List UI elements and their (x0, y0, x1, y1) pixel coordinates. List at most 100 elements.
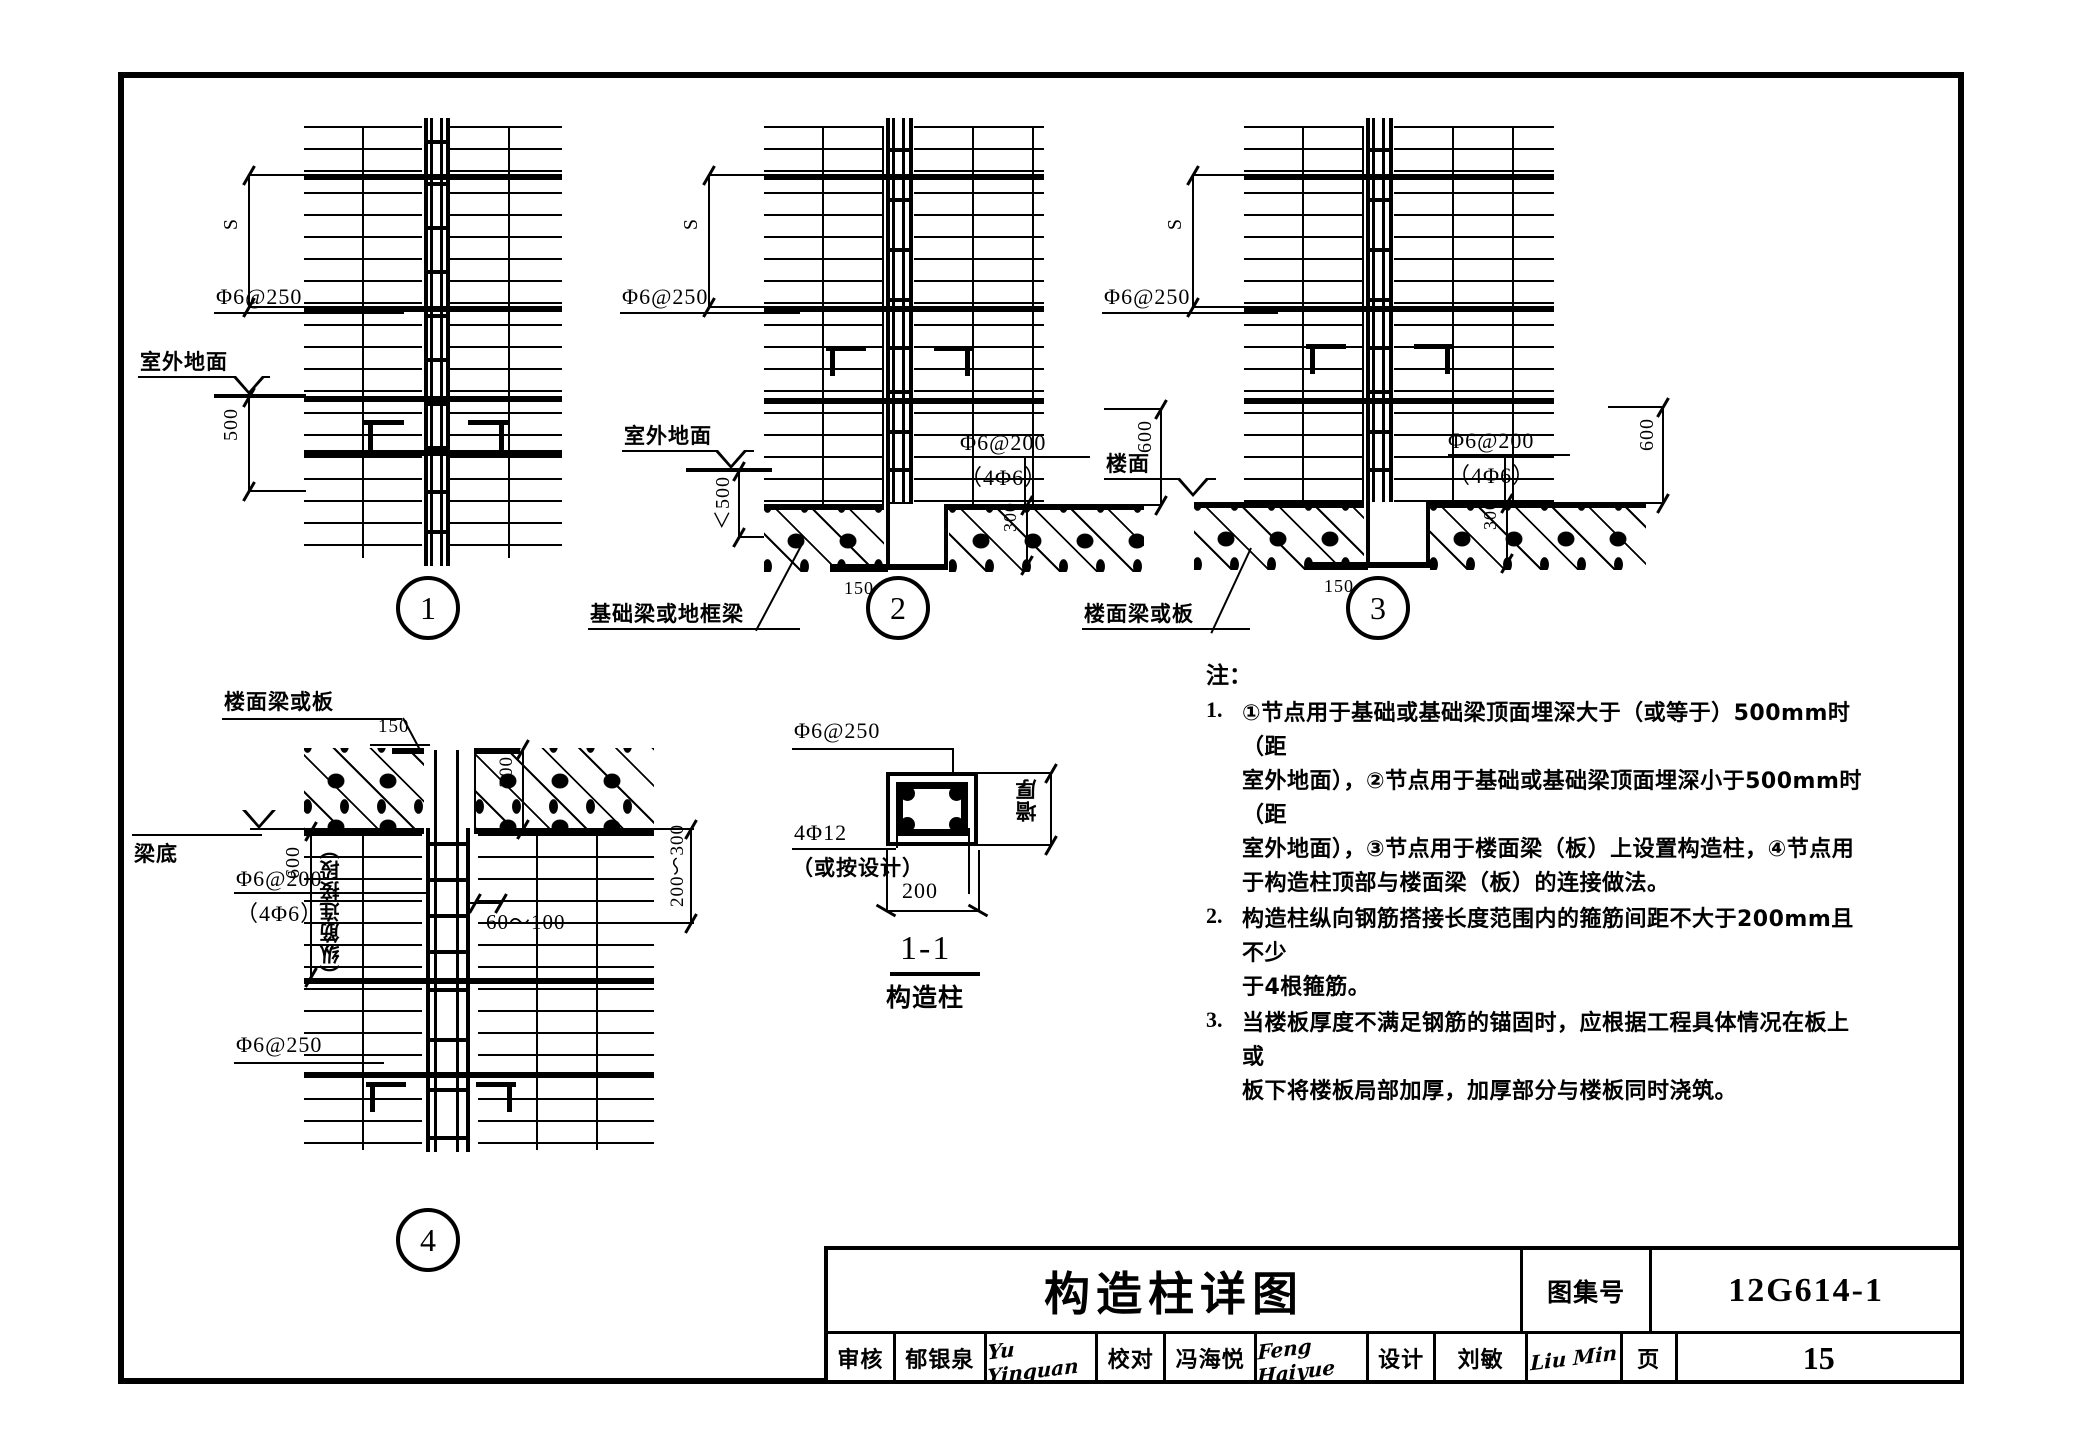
section-stirrup-spec: Φ6@250 (794, 718, 881, 743)
dimension-extension (1104, 504, 1160, 506)
column-stirrup (424, 226, 446, 230)
column-stirrup (424, 182, 446, 186)
dimension-line-slab-range (690, 828, 692, 924)
leader-line (1448, 454, 1570, 456)
detail-marker-3: 3 (1346, 576, 1410, 640)
column-stirrup (886, 298, 909, 302)
main-rebar (900, 786, 915, 801)
brick-wall-right (478, 834, 654, 1150)
detail-3-anchor-depth: 300 (1480, 500, 1500, 530)
dimension-extension (708, 306, 766, 308)
detail-marker-4: 4 (396, 1208, 460, 1272)
main-rebar (949, 786, 964, 801)
ground-line (686, 468, 772, 472)
column-rebar-right (1382, 118, 1385, 558)
dimension-extension (978, 844, 1052, 846)
wall-tie-bar (764, 306, 1044, 312)
leader-line-v (952, 748, 954, 784)
dimension-extension (248, 490, 306, 492)
note-index: 2. (1206, 903, 1223, 928)
detail-3: S Φ6@250 楼面 Φ6@200 （4Φ6） 600 300 (1074, 78, 1864, 678)
floor-slab-hatch-right (1430, 506, 1646, 570)
anchor-line-right (1426, 502, 1430, 568)
page-value: 15 (1802, 1339, 1835, 1376)
floor-slab-hatch-left (1194, 506, 1366, 570)
column-rebar-left (430, 118, 433, 566)
detail-3-offset: 150 (1324, 576, 1354, 596)
detail-1-spacing-s: S (220, 218, 242, 231)
designer-name: 刘敏 (1436, 1334, 1528, 1382)
wall-tie-bar (764, 398, 1044, 404)
detail-2-stirrup-count: （4Φ6） (960, 465, 1048, 490)
anchor-bottom (1310, 562, 1430, 568)
detail-4-stirrup-count: （4Φ6） (236, 901, 324, 926)
leader-underline (222, 718, 402, 720)
leader-line-v (896, 828, 898, 848)
leader-line-v (1024, 456, 1026, 504)
dimension-line-gap (468, 902, 502, 904)
section-caption-name: 构造柱 (886, 983, 965, 1012)
dimension-line-s (248, 174, 250, 308)
column-stirrup (886, 430, 909, 434)
dimension-extension (1608, 502, 1662, 504)
note-item: 1. ①节点用于基础或基础梁顶面埋深大于（或等于）500mm时（距 室外地面），… (1206, 697, 1866, 901)
brick-wall-right (914, 126, 1044, 506)
note-index: 3. (1206, 1007, 1223, 1032)
floor-level-underline (1104, 478, 1216, 480)
page-label: 页 (1623, 1334, 1678, 1382)
column-stirrup (424, 530, 446, 534)
ground-level-underline (622, 450, 754, 452)
section-1-1: Φ6@250 4Φ12 （或按设计） 200 墙厚 1-1 构 (764, 638, 1184, 1038)
wall-tie-bar (304, 1072, 654, 1078)
drawing-border: S Φ6@250 室外地面 500 1 (118, 72, 1964, 1389)
dimension-line-150 (370, 744, 430, 746)
column-stirrup (426, 842, 466, 846)
note-line: 于4根箍筋。 (1242, 975, 1371, 1000)
dimension-line-lap (310, 830, 312, 978)
brick-wall-left (304, 126, 422, 558)
detail-4-gap-range: 60～100 (486, 910, 566, 934)
column-stirrup (424, 402, 446, 406)
note-text: 构造柱纵向钢筋搭接长度范围内的箍筋间距不大于200mm且不少 于4根箍筋。 (1242, 903, 1866, 1005)
column-stirrup (424, 446, 446, 450)
dimension-line-150 (1310, 568, 1368, 570)
column-cross-section (886, 772, 978, 846)
anchor-line-left (886, 504, 890, 570)
floor-slab-hatch-right (476, 748, 654, 830)
detail-4-tie-spec: Φ6@250 (236, 1032, 323, 1057)
column-stirrup (1366, 430, 1389, 434)
detail-2-ground-level-label: 室外地面 (624, 424, 712, 448)
foundation-beam-hatch (764, 508, 884, 572)
detail-4-anchor-depth: 300 (496, 756, 517, 788)
column-line-right (446, 118, 450, 566)
detail-2-offset: 150 (844, 578, 874, 598)
dimension-line-300 (1026, 504, 1028, 564)
column-stirrup (1366, 298, 1389, 302)
detail-1-ground-level-label: 室外地面 (140, 350, 228, 374)
detail-2-anchor-depth: 300 (1000, 502, 1020, 532)
note-line: 构造柱纵向钢筋搭接长度范围内的箍筋间距不大于200mm且不少 (1242, 907, 1854, 966)
detail-3-tie-spec: Φ6@250 (1104, 284, 1191, 309)
note-item: 3. 当楼板厚度不满足钢筋的锚固时，应根据工程具体情况在板上或 板下将楼板局部加… (1206, 1007, 1866, 1109)
dimension-extension (1192, 174, 1246, 176)
wall-tie-bar (304, 978, 654, 984)
section-width: 200 (902, 878, 938, 903)
wall-tie-bar (1244, 174, 1554, 180)
dimension-line-depth (738, 470, 740, 538)
reviewer-name: 郁银泉 (896, 1334, 987, 1382)
detail-2-depth: ＜500 (712, 476, 734, 530)
leader-line (1102, 312, 1278, 314)
column-stirrup (426, 1038, 466, 1042)
column-line-right (1389, 118, 1393, 548)
column-stirrup (424, 270, 446, 274)
detail-1: S Φ6@250 室外地面 500 1 (124, 78, 724, 678)
main-rebar (949, 817, 964, 832)
column-stirrup (886, 390, 909, 394)
column-anchor (884, 504, 948, 570)
wall-tie-bar (304, 396, 562, 402)
detail-4-slab-range: 200～300 (667, 824, 688, 907)
column-stirrup (886, 346, 909, 350)
notes-heading: 注： (1206, 663, 1252, 689)
brick-wall-left (764, 126, 884, 506)
